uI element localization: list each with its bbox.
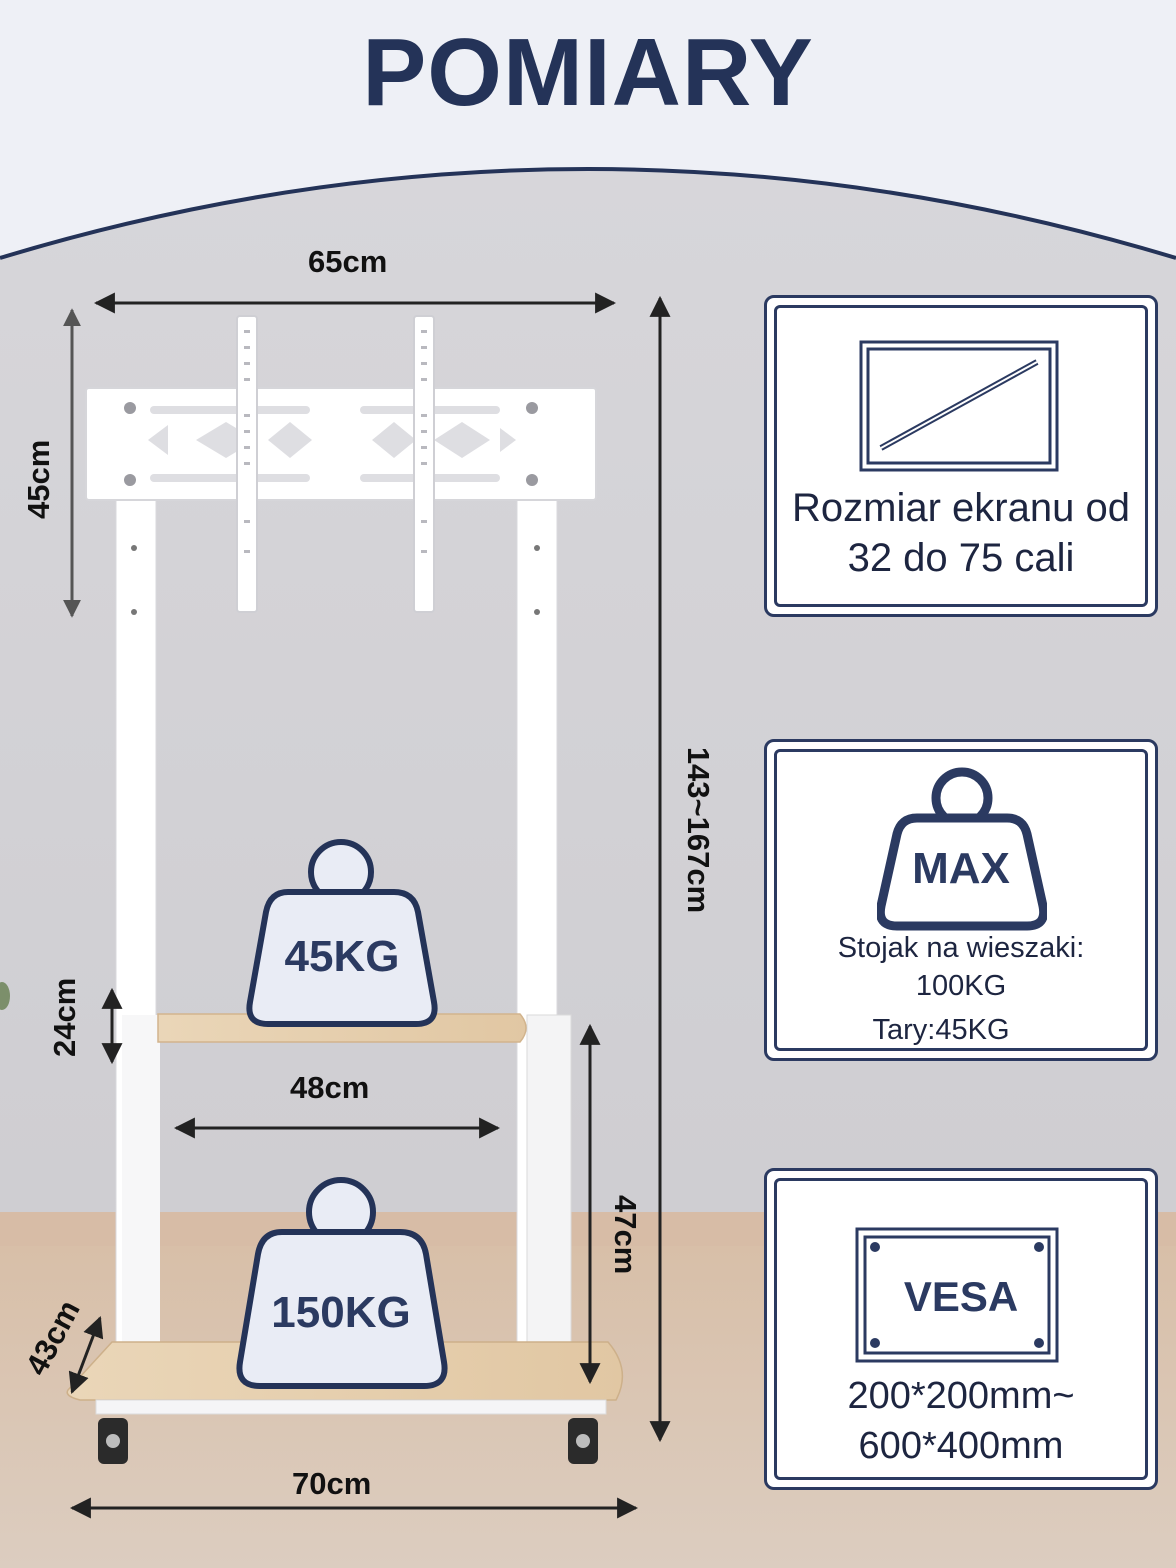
weight-icon-lower bbox=[236, 1177, 448, 1389]
dim-total-height: 143~167cm bbox=[681, 746, 716, 914]
screen-size-line2: 32 do 75 cali bbox=[847, 536, 1075, 580]
vesa-plate-icon bbox=[855, 1227, 1059, 1363]
weight-icon bbox=[877, 767, 1047, 931]
dim-base-width: 70cm bbox=[292, 1466, 372, 1501]
dim-shelf-width: 48cm bbox=[290, 1070, 370, 1105]
weight-icon-upper bbox=[246, 839, 438, 1027]
screen-size-line1: Rozmiar ekranu od bbox=[792, 486, 1130, 530]
vesa-badge: VESA bbox=[903, 1273, 1019, 1320]
weight-label-upper: 45KG bbox=[284, 932, 400, 981]
max-load-line2: 100KG bbox=[915, 970, 1007, 1002]
max-badge: MAX bbox=[912, 844, 1010, 893]
screen-size-card: Rozmiar ekranu od 32 do 75 cali bbox=[764, 295, 1158, 617]
vesa-line2: 600*400mm bbox=[858, 1425, 1064, 1467]
dimension-arrows bbox=[68, 292, 671, 1519]
dim-plate-height: 45cm bbox=[21, 439, 56, 519]
vesa-line1: 200*200mm~ bbox=[847, 1375, 1075, 1417]
page-title: POMIARY bbox=[362, 19, 814, 126]
screen-size-card-inner: Rozmiar ekranu od 32 do 75 cali bbox=[774, 305, 1148, 607]
upper-shelf bbox=[157, 1013, 527, 1043]
max-load-line3: Tary:45KG bbox=[872, 1014, 1010, 1046]
dim-lower-height: 47cm bbox=[608, 1195, 643, 1275]
tv-screen-icon bbox=[859, 340, 1059, 472]
max-load-card-inner: MAX Stojak na wieszaki: 100KG Tary:45KG bbox=[774, 749, 1148, 1051]
max-load-line1: Stojak na wieszaki: bbox=[837, 932, 1085, 964]
dim-shelf-height: 24cm bbox=[47, 977, 82, 1057]
vesa-card-inner: VESA 200*200mm~ 600*400mm bbox=[774, 1178, 1148, 1480]
plant-leaf bbox=[0, 982, 10, 1010]
vesa-card: VESA 200*200mm~ 600*400mm bbox=[764, 1168, 1158, 1490]
max-load-card: MAX Stojak na wieszaki: 100KG Tary:45KG bbox=[764, 739, 1158, 1061]
dim-top-width: 65cm bbox=[308, 244, 388, 279]
weight-label-lower: 150KG bbox=[271, 1288, 411, 1337]
mounting-plate bbox=[85, 315, 597, 613]
